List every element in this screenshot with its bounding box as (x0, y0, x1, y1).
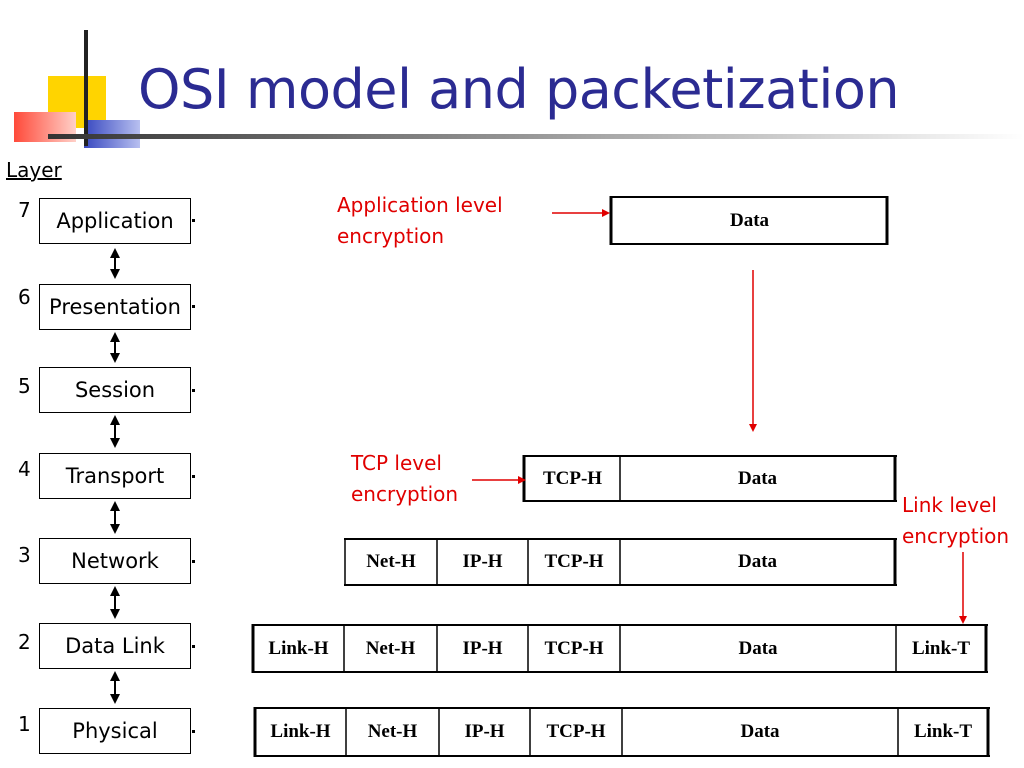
layer-box-physical: Physical (39, 708, 191, 754)
layer-box-network: Network (39, 538, 191, 584)
layer-box-session: Session (39, 367, 191, 413)
packet-row-data-link (251, 624, 988, 673)
packet-row-application (609, 196, 889, 245)
layer-arrow-6-5 (110, 332, 120, 363)
packet-cell-tcp-h: TCP-H (542, 467, 603, 489)
layer-arrow-7-6 (110, 248, 120, 279)
layer-box-data-link: Data Link (39, 623, 191, 669)
deco-vertical-line (84, 30, 88, 146)
slide-title: OSI model and packetization (138, 58, 900, 121)
packet-cell-net-h: Net-H (365, 637, 416, 659)
packet-cell-data: Data (740, 721, 780, 742)
packet-cell-net-h: Net-H (367, 721, 418, 742)
data-down-arrow (749, 270, 757, 432)
layer-5-number: 5 (18, 374, 31, 398)
packet-cell-ip-h: IP-H (464, 721, 505, 742)
layer-box-application: Application (39, 198, 191, 244)
packet-cell-net-h: Net-H (366, 551, 416, 572)
layer-7-number: 7 (18, 198, 31, 222)
layer-arrow-5-4 (110, 415, 120, 448)
layer-3-number: 3 (18, 543, 31, 567)
annotation-link-encryption: Link level encryption (902, 493, 1010, 548)
layer-6-number: 6 (18, 285, 31, 309)
packet-row-transport (522, 455, 897, 502)
packet-cell-link-t: Link-T (911, 637, 971, 659)
packet-cell-link-t: Link-T (913, 721, 973, 742)
tcp-encryption-arrow (472, 476, 526, 484)
layer-arrow-4-3 (110, 501, 120, 534)
layer-1-number: 1 (18, 712, 31, 736)
layer-arrow-2-1 (110, 671, 120, 704)
packet-cell-data: Data (729, 209, 770, 231)
packet-cell-link-h: Link-H (270, 721, 331, 742)
packet-cell-data: Data (737, 467, 778, 489)
layer-arrow-3-2 (110, 586, 120, 619)
link-encryption-arrow (959, 552, 967, 624)
packet-cell-data: Data (738, 637, 778, 659)
layer-4-number: 4 (18, 457, 31, 481)
app-encryption-arrow (552, 209, 610, 217)
layer-box-transport: Transport (39, 453, 191, 499)
packet-row-physical (253, 707, 990, 757)
packet-cell-tcp-h: TCP-H (544, 551, 604, 572)
layer-box-presentation: Presentation (39, 284, 191, 330)
layer-2-number: 2 (18, 630, 31, 654)
deco-horizontal-rule (48, 134, 1024, 139)
annotation-application-encryption: Application level encryption (337, 193, 503, 248)
layer-heading: Layer (6, 158, 62, 182)
packet-cell-link-h: Link-H (268, 637, 329, 659)
packet-cell-tcp-h: TCP-H (546, 721, 606, 742)
annotation-tcp-encryption: TCP level encryption (351, 451, 459, 506)
packet-cell-data: Data (737, 551, 778, 572)
packet-row-network (344, 538, 897, 586)
packet-cell-tcp-h: TCP-H (544, 637, 604, 659)
packet-cell-ip-h: IP-H (462, 551, 503, 572)
packet-cell-ip-h: IP-H (462, 637, 503, 659)
